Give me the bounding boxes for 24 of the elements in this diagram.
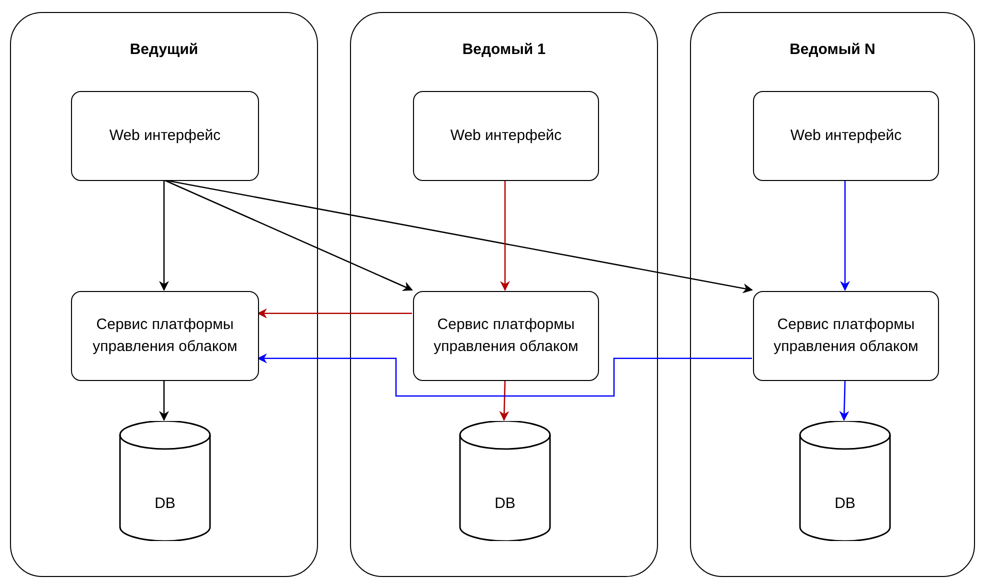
- group-title: Ведомый 1: [461, 40, 547, 60]
- process-box: Сервис платформы управления облаком: [71, 291, 259, 381]
- process-box: Сервис платформы управления облаком: [753, 291, 939, 381]
- process-box: Web интерфейс: [753, 91, 939, 181]
- group-title: Ведомый N: [788, 40, 876, 60]
- arrow: [839, 380, 850, 421]
- database-label: DB: [154, 494, 176, 514]
- group-title: Ведущий: [128, 40, 200, 60]
- arrow: [500, 180, 510, 291]
- group-container: [350, 12, 658, 577]
- process-box: Web интерфейс: [413, 91, 599, 181]
- arrow: [257, 353, 752, 397]
- arrow: [159, 180, 169, 291]
- arrow: [499, 380, 510, 421]
- process-box: Web интерфейс: [71, 91, 259, 181]
- arrow: [840, 180, 850, 291]
- arrow: [257, 308, 412, 318]
- group-container: [10, 12, 318, 577]
- arrow: [159, 380, 169, 421]
- database-label: DB: [494, 494, 516, 514]
- process-box: Сервис платформы управления облаком: [413, 291, 599, 381]
- arrow: [164, 179, 413, 291]
- group-container: [690, 12, 975, 577]
- database-label: DB: [834, 494, 856, 514]
